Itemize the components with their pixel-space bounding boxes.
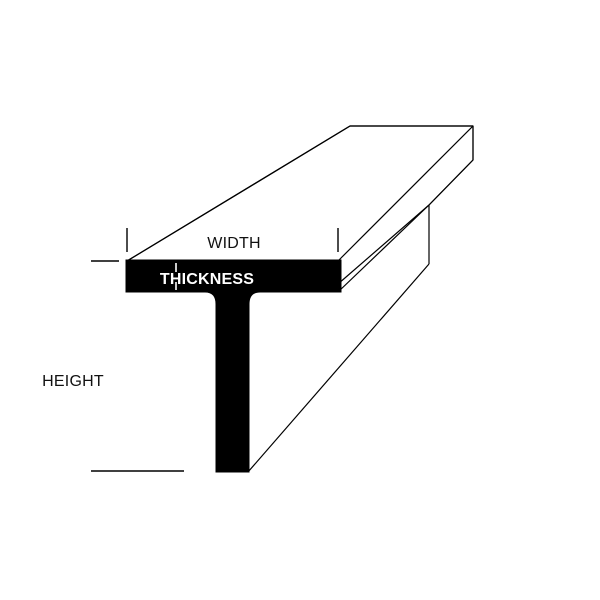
flange-top-front-edge <box>337 125 474 262</box>
web-bottom-edge <box>247 263 430 473</box>
width-label: WIDTH <box>207 235 260 252</box>
flange-top-back-edge <box>126 125 351 262</box>
height-label: HEIGHT <box>42 373 104 390</box>
flange-right-lower-edge <box>337 204 430 293</box>
thickness-label: THICKNESS <box>160 271 254 288</box>
extrusion-outline <box>126 125 474 473</box>
flange-right-bottom-edge <box>428 159 474 206</box>
dimension-marks <box>91 228 339 472</box>
t-profile-cross-section <box>125 259 342 473</box>
